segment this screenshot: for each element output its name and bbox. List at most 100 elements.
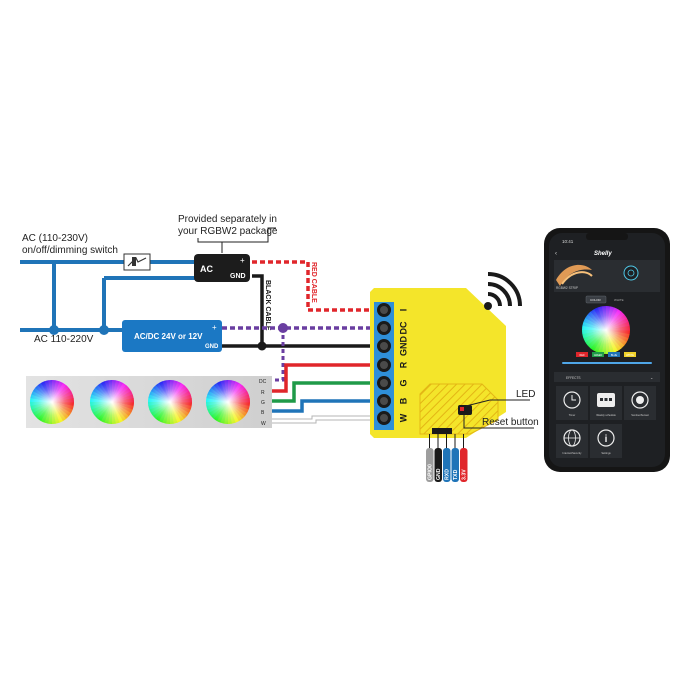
psu-big-gnd-label: GND xyxy=(205,344,219,350)
strip-pin-r: R xyxy=(261,390,265,396)
red-cable-line xyxy=(252,260,374,312)
calendar-cell xyxy=(609,398,612,401)
phone-color-button[interactable] xyxy=(592,352,604,357)
terminal-screw-head xyxy=(380,379,388,387)
black-cable-line xyxy=(252,274,374,348)
pin-plug xyxy=(426,448,434,482)
reset-label: Reset button xyxy=(482,417,539,428)
phone-tab-color-label: COLOR xyxy=(590,298,602,302)
clock-icon xyxy=(563,391,581,409)
phone-tile-label: Sunrise/Sunset xyxy=(631,413,649,417)
phone-wheel-graphic xyxy=(582,306,630,354)
led-callout-line xyxy=(465,399,491,407)
phone-effects-bar[interactable] xyxy=(554,372,660,382)
psu-small: AC GND + xyxy=(194,254,250,282)
ac-main-label: AC 110-220V xyxy=(34,334,94,345)
phone-color-button-label: GREEN xyxy=(594,354,603,357)
phone-chevron-down-icon: ⌄ xyxy=(650,375,653,380)
phone-brand: Shelly xyxy=(594,251,612,257)
pin-label: 3.3V xyxy=(461,469,467,480)
phone-strip-image xyxy=(556,264,592,286)
led-label: LED xyxy=(516,389,535,400)
strip-pin-dc: DC xyxy=(259,379,267,385)
provided-separately-line2: your RGBW2 package xyxy=(178,226,278,237)
clock-hands xyxy=(571,395,576,401)
phone-color-button[interactable] xyxy=(576,352,588,357)
led-color-wheel-1 xyxy=(30,379,74,425)
wheel-center-glow xyxy=(582,306,630,354)
ac-switch-label-line2: on/off/dimming switch xyxy=(22,245,118,256)
phone-device-name: RGBW2 STRIP xyxy=(556,286,578,290)
dimming-switch-icon xyxy=(123,253,151,271)
phone-tile-label: Internet/Security xyxy=(563,451,583,455)
psu-big-plus-label: + xyxy=(212,323,217,332)
phone-power-icon xyxy=(627,269,635,277)
pin-plug xyxy=(434,448,442,482)
rgbw-wires xyxy=(272,363,374,424)
terminal-label: B xyxy=(398,397,408,404)
led-color-wheel-3 xyxy=(148,379,193,425)
pin-label: RXD xyxy=(444,469,450,480)
wheel-center-glow xyxy=(30,380,74,424)
dc-purple-drop xyxy=(272,328,285,382)
psu-big-label: AC/DC 24V or 12V xyxy=(134,332,203,341)
calendar-cell xyxy=(600,398,603,401)
strip-pin-b: B xyxy=(261,410,265,416)
pin-plug xyxy=(451,448,459,482)
purple-junction xyxy=(278,323,288,333)
phone-tab-white-label[interactable]: WHITE xyxy=(614,298,624,302)
pin-plug xyxy=(460,448,468,482)
phone-color-button-label: BLUE xyxy=(611,354,618,357)
reset-callout-line xyxy=(463,415,534,429)
led-color-wheel-2 xyxy=(90,379,134,425)
terminal-label: R xyxy=(398,361,408,368)
ac-wiring xyxy=(20,260,196,332)
phone-back-icon[interactable]: ‹ xyxy=(555,251,557,257)
phone-effects-label: EFFECTS xyxy=(566,376,581,380)
phone-color-buttons: RED GREEN BLUE WHITE xyxy=(576,352,636,357)
phone-brightness-slider[interactable] xyxy=(562,362,652,364)
phone-color-wheel[interactable] xyxy=(582,306,630,354)
led-strip: DC R G B W xyxy=(26,376,272,428)
phone-strip-glow xyxy=(561,271,593,285)
phone-color-button-label: RED xyxy=(579,354,584,357)
wheel-center-glow xyxy=(90,380,134,424)
phone: 10:41 Shelly ‹ RGBW2 STRIP COLOR WHITE R… xyxy=(544,228,670,472)
phone-tab-color[interactable] xyxy=(585,295,607,304)
wheel-center-glow xyxy=(148,380,192,424)
terminal-label: GND xyxy=(398,336,408,357)
device-led xyxy=(460,407,464,411)
terminal-screw-head xyxy=(380,306,388,314)
pin-plug xyxy=(443,448,451,482)
phone-color-button[interactable] xyxy=(608,352,620,357)
ac-switch-label-line1: AC (110-230V) xyxy=(22,233,88,244)
phone-notch xyxy=(586,233,628,240)
phone-time: 10:41 xyxy=(562,239,574,244)
phone-tile-label: Weekly schedule xyxy=(596,413,616,417)
pin-label: TXD xyxy=(453,469,459,480)
wheel-center-glow xyxy=(206,380,250,424)
pin-label: GND xyxy=(436,468,442,480)
terminal-screw-head xyxy=(380,414,388,422)
info-icon xyxy=(597,429,615,447)
terminal-label: I xyxy=(398,309,408,312)
psu-small-gnd-label: GND xyxy=(230,273,246,280)
strip-pin-w: W xyxy=(261,421,266,427)
phone-color-button-label: WHITE xyxy=(626,354,634,357)
psu-small-ac-label: AC xyxy=(200,264,213,274)
phone-power-button[interactable] xyxy=(623,265,639,281)
red-cable-label: RED CABLE xyxy=(310,262,317,303)
sun-core xyxy=(636,396,644,404)
wifi-icon xyxy=(484,272,522,310)
callout-bracket xyxy=(197,227,276,243)
terminal-label: W xyxy=(398,413,408,422)
phone-tile-label: Settings xyxy=(601,451,611,455)
ac-junction-2 xyxy=(99,325,109,335)
terminal-label: DC xyxy=(398,321,408,334)
provided-separately-line1: Provided separately in xyxy=(178,214,277,225)
ac-junction-1 xyxy=(49,325,59,335)
phone-color-button[interactable] xyxy=(624,352,636,357)
phone-tile-label: Timer xyxy=(569,413,576,417)
